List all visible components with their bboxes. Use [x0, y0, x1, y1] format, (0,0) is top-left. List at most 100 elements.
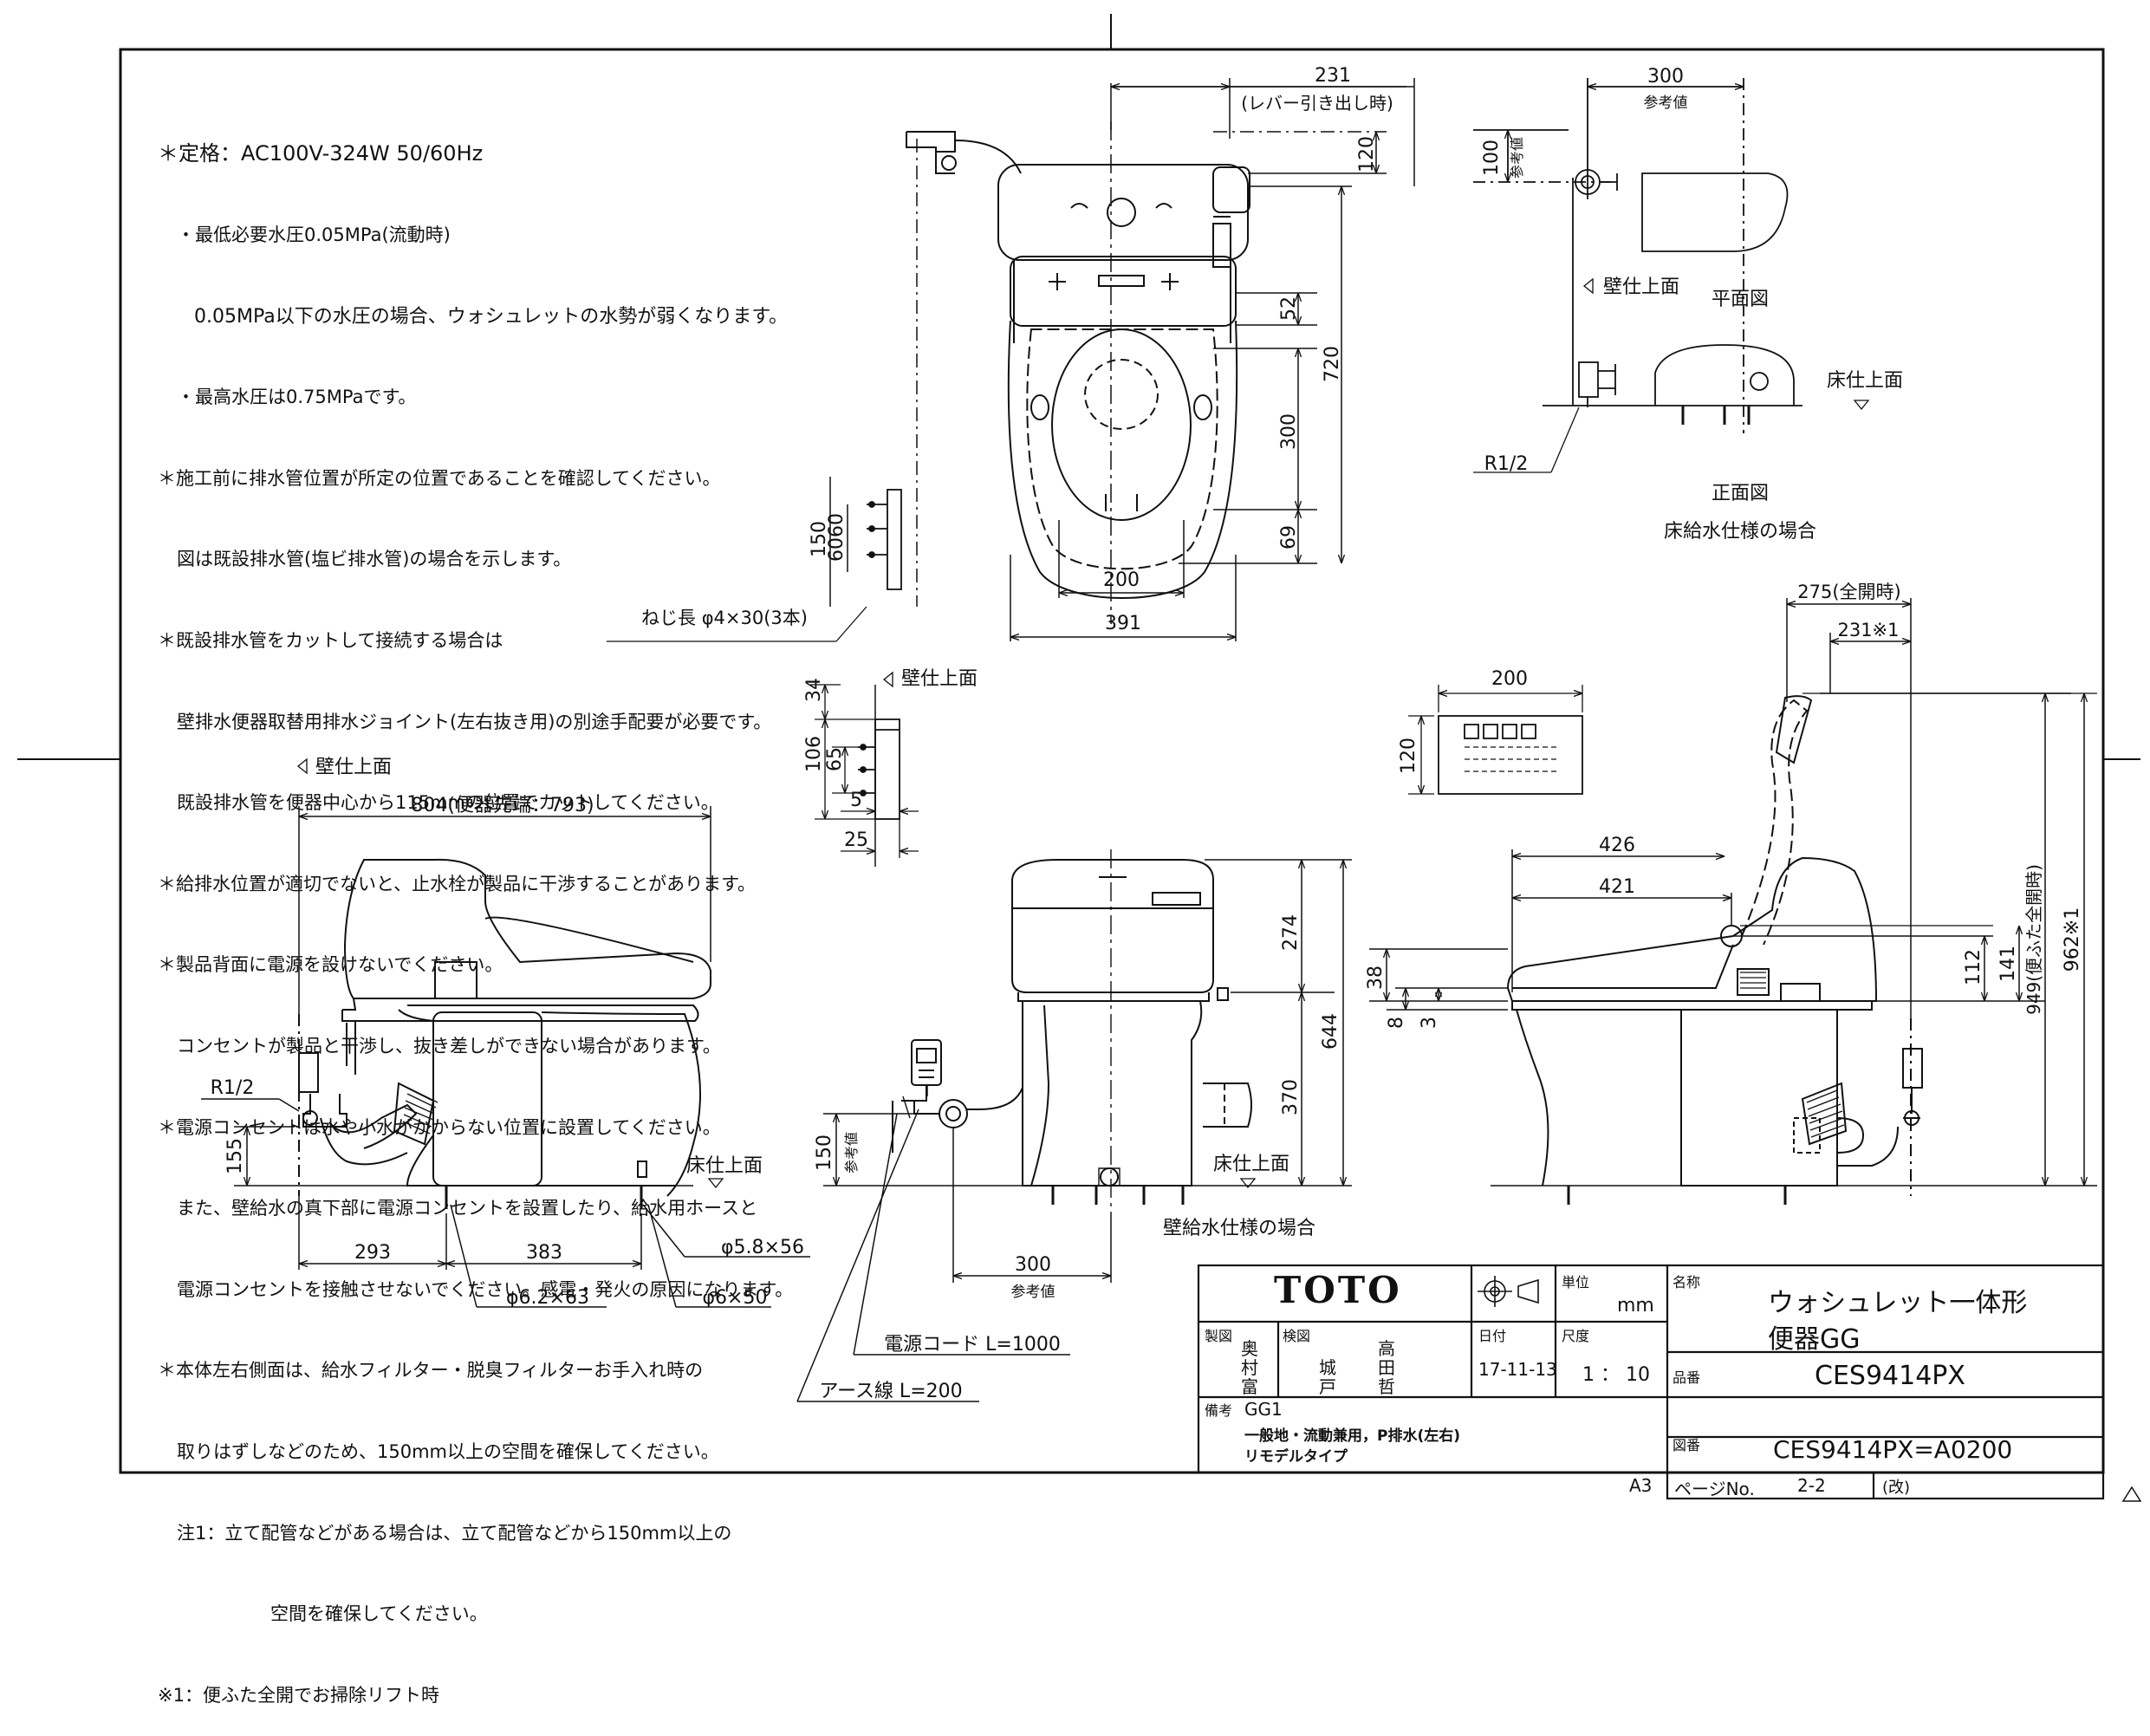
dim-275: 275(全開時): [1797, 582, 1900, 602]
dim-426: 426: [1599, 835, 1635, 856]
note-line: 注1：立て配管などがある場合は、立て配管などから150mm以上の: [177, 1522, 732, 1544]
front-view: [892, 849, 1317, 1213]
dim-293: 293: [354, 1242, 391, 1264]
remote-height-120: 120: [1398, 738, 1419, 774]
left-side-dimensions: [201, 757, 810, 1308]
remarks-3: リモデルタイプ: [1244, 1448, 1348, 1466]
installation-notes: ＊定格：AC100V-324W 50/60Hz ・最低必要水圧0.05MPa(流…: [158, 87, 793, 1736]
dim-38: 38: [1365, 966, 1387, 990]
wall-finish-label: 壁仕上面: [1603, 276, 1679, 298]
ref-front-2: 参考値: [1011, 1284, 1056, 1301]
dim-720: 720: [1322, 346, 1343, 382]
left-side-labels: 壁仕上面 804(便器先端：793) R1/2 155 床仕上面 293 383…: [211, 757, 804, 1309]
note-line: 電源コンセントを接触させないでください。感電・発火の原因になります。: [177, 1278, 794, 1300]
power-cord-label: 電源コード L=1000: [884, 1334, 1061, 1356]
note-line: ＊製品背面に電源を設けないでください。: [158, 954, 503, 976]
front-view-label: 正面図: [1712, 483, 1769, 504]
note-line: ・最高水圧は0.75MPaです。: [177, 387, 417, 408]
scale-label: 尺度: [1562, 1328, 1590, 1344]
dim-120: 120: [1356, 136, 1378, 172]
front-view-dimensions: [796, 859, 1352, 1402]
dim-141: 141: [1997, 946, 2019, 982]
brand-logo: TOTO: [1274, 1269, 1402, 1311]
corner-mark-icon: [2121, 1486, 2142, 1502]
date-value: 17-11-13: [1478, 1359, 1557, 1380]
title-block-frame: [1197, 1264, 2105, 1500]
dim-3: 3: [1419, 1017, 1440, 1029]
check-name-b2: 田: [1378, 1357, 1395, 1378]
product-name-1: ウォシュレット一体形: [1768, 1288, 2028, 1318]
ref-value-2: 参考値: [1509, 137, 1525, 179]
part-number: CES9414PX: [1815, 1361, 1965, 1391]
dim-52: 52: [1278, 296, 1300, 321]
note-line: ※1：便ふた全開でお掃除リフト時: [158, 1684, 439, 1706]
note-line: 取りはずしなどのため、150mm以上の空間を確保してください。: [177, 1440, 719, 1462]
bolt-6x50: φ6×50: [703, 1287, 768, 1309]
bracket-detail: [810, 671, 919, 867]
dim-274: 274: [1280, 914, 1302, 951]
dim-300-plan: 300: [1647, 66, 1684, 88]
part-label: 品番: [1673, 1369, 1701, 1386]
dim-25: 25: [844, 829, 868, 851]
dim-150-front: 150: [814, 1135, 835, 1171]
dim-155: 155: [224, 1138, 246, 1174]
dim-370: 370: [1280, 1079, 1302, 1115]
dim-200: 200: [1103, 569, 1140, 591]
remote-width-200: 200: [1491, 668, 1528, 690]
dim-300: 300: [1278, 413, 1300, 450]
dim-300-front: 300: [1015, 1254, 1051, 1276]
drawing-sheet: 231 (レバー引き出し時) 120 52 720 300 69 200 391…: [17, 14, 2142, 1706]
name-label: 名称: [1673, 1274, 1701, 1291]
note-line: ＊既設排水管をカットして接続する場合は: [158, 629, 503, 651]
product-name-2: 便器GG: [1768, 1324, 1861, 1355]
dim-231: 231: [1315, 65, 1351, 87]
top-view-dimensions: [916, 78, 1415, 641]
top-view-labels: 231 (レバー引き出し時) 120 52 720 300 69 200 391…: [641, 65, 1393, 634]
note-line: また、壁給水の真下部に電源コンセントを設置したり、給水用ホースと: [177, 1198, 758, 1219]
screw-note: ねじ長 φ4×30(3本): [641, 608, 808, 628]
dim-150-top: 150: [809, 521, 830, 557]
check-label: 検図: [1283, 1328, 1311, 1344]
page-label: ページNo.: [1674, 1479, 1755, 1499]
dim-34: 34: [803, 678, 825, 702]
note-line: コンセントが製品と干渉し、抜き差しができない場合があります。: [177, 1035, 721, 1057]
dim-644: 644: [1320, 1013, 1341, 1050]
lever-note: (レバー引き出し時): [1241, 93, 1393, 114]
remarks-label: 備考: [1205, 1402, 1233, 1419]
note-line: ＊定格：AC100V-324W 50/60Hz: [158, 141, 484, 166]
made-name-1: 奥: [1241, 1338, 1258, 1359]
sheet-size: A3: [1629, 1475, 1653, 1496]
check-name-b1: 高: [1378, 1338, 1395, 1359]
unit-value: mm: [1617, 1295, 1654, 1317]
remarks-1: GG1: [1244, 1399, 1283, 1420]
floor-finish-label: 床仕上面: [1827, 370, 1903, 392]
dim-69: 69: [1278, 525, 1300, 549]
note-line: 空間を確保してください。: [270, 1603, 488, 1625]
sheet-border: [17, 14, 2140, 1474]
note-line: ＊施工前に排水管位置が所定の位置であることを確認してください。: [158, 467, 721, 489]
dim-231-right: 231※1: [1837, 620, 1899, 640]
made-label: 製図: [1205, 1328, 1233, 1344]
dim-8: 8: [1386, 1017, 1407, 1029]
right-side-view: [1491, 695, 1923, 1205]
date-label: 日付: [1478, 1328, 1507, 1344]
floor-finish-front: 床仕上面: [1213, 1154, 1289, 1175]
dim-106: 106: [803, 736, 825, 772]
dim-962: 962※1: [2062, 907, 2083, 972]
made-name-2: 村: [1241, 1357, 1258, 1378]
note-line: 既設排水管を便器中心から115mmの位置でカットしてください。: [177, 792, 719, 814]
dim-6060: 6060: [826, 513, 848, 562]
top-plan-view: [906, 131, 1250, 599]
drawing-label: 図番: [1673, 1437, 1701, 1453]
floor-finish-left: 床仕上面: [686, 1155, 763, 1177]
plan-view-label: 平面図: [1712, 289, 1769, 310]
floor-supply-caption: 床給水仕様の場合: [1664, 521, 1816, 543]
dim-5: 5: [850, 790, 862, 811]
note-line: 図は既設排水管(塩ビ排水管)の場合を示します。: [177, 549, 572, 570]
wall-finish-left: 壁仕上面: [315, 757, 392, 778]
dim-949: 949(便ふた全開時): [2023, 864, 2044, 1015]
remote-control: [1408, 685, 1583, 795]
dim-100: 100: [1481, 140, 1503, 176]
scale-value: 1 ： 10: [1582, 1364, 1650, 1386]
front-view-labels: 274 644 370 150 参考値 床仕上面 壁給水仕様の場合 300 参考…: [814, 914, 1341, 1402]
